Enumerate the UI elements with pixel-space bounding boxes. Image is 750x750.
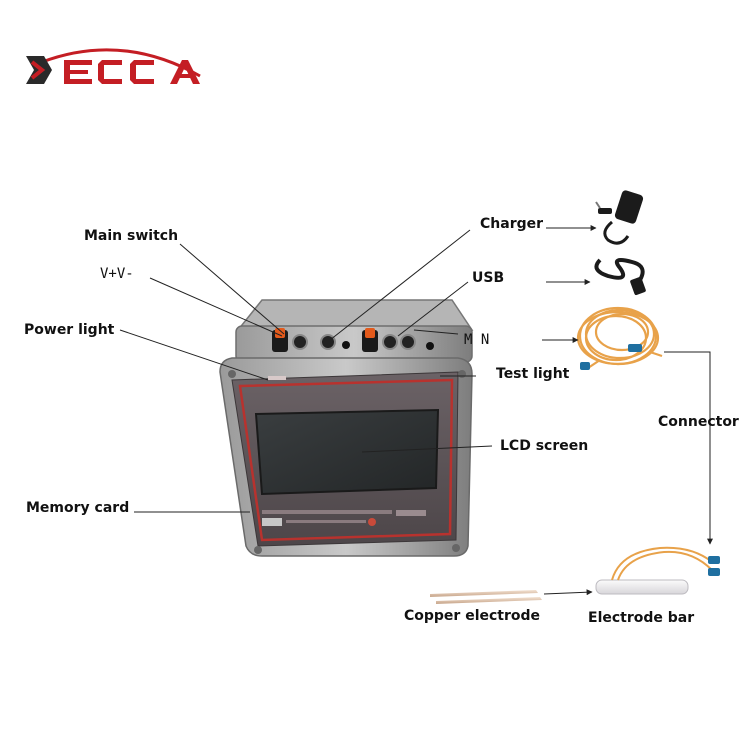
leader-lines [119,225,713,596]
label-power-light: Power light [24,322,115,338]
usb-cable-image [594,258,646,296]
decca-logo [26,48,201,84]
charger-image [595,190,644,245]
label-connector: Connector [658,414,739,430]
label-test-light: Test light [496,366,570,382]
coil-connectors [580,344,642,370]
label-v-plus-v-minus: V+V- [100,266,134,282]
copper-electrode-image [430,590,542,604]
label-memory-card: Memory card [26,500,130,516]
cable-coil-image [576,306,663,369]
label-electrode-bar: Electrode bar [588,610,695,626]
device [219,299,474,557]
label-m-n: M N [464,332,490,348]
terminals [272,328,434,352]
label-usb: USB [472,270,505,286]
electrode-bar-image [595,546,720,595]
label-lcd-screen: LCD screen [500,438,589,454]
label-copper-electrode: Copper electrode [404,608,541,624]
label-charger: Charger [480,216,544,232]
label-main-switch: Main switch [84,228,179,244]
